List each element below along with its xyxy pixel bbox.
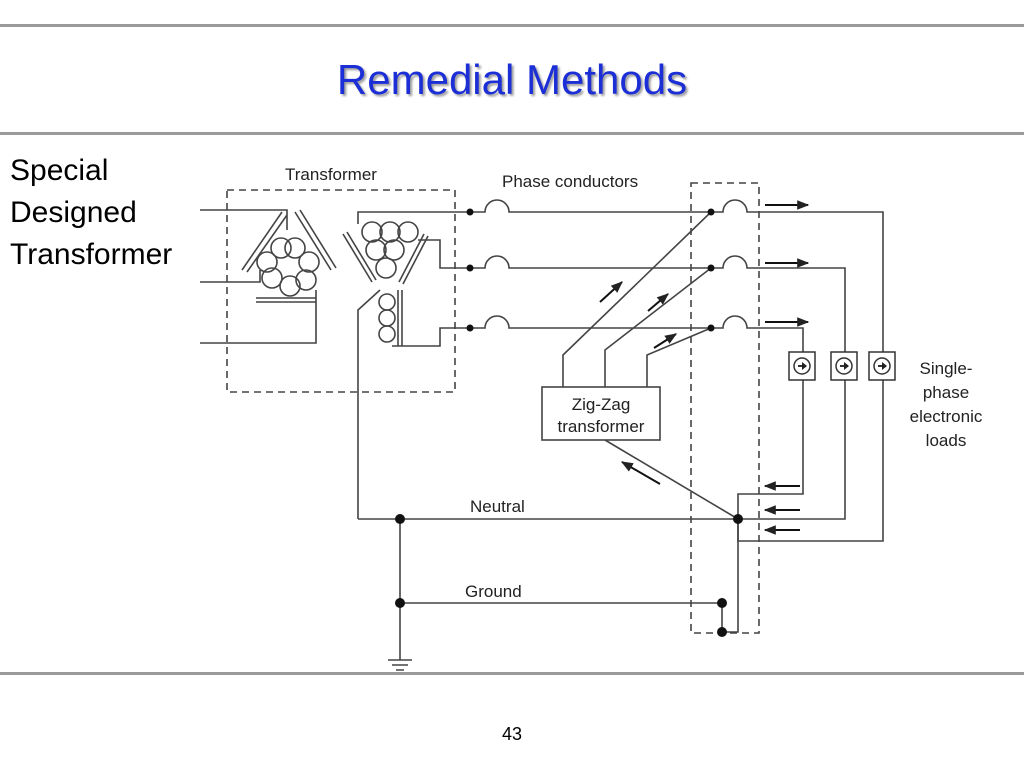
panel-bond — [721, 519, 739, 633]
transformer-label: Transformer — [285, 165, 377, 184]
zigzag-label-line-1: Zig-Zag — [572, 395, 631, 414]
zigzag-lead-a — [562, 211, 712, 387]
transformer-box — [226, 189, 456, 393]
secondary-neutral-lead — [357, 289, 381, 519]
primary-delta-winding — [241, 209, 337, 303]
secondary-lead-c — [392, 327, 470, 347]
load-box-1 — [788, 351, 816, 381]
ground-symbol — [388, 659, 412, 671]
footer-divider — [0, 672, 1024, 675]
page-number: 43 — [501, 724, 523, 744]
phase-conductor-b — [470, 255, 711, 269]
junction-dots — [395, 208, 743, 637]
panel-breaker-c — [711, 315, 760, 329]
neutral-label: Neutral — [470, 497, 525, 516]
primary-lead-1 — [200, 209, 288, 230]
load-box-3 — [868, 351, 896, 381]
phase-conductor-c — [470, 315, 711, 329]
feeder-b — [760, 267, 846, 352]
loads-label-line-3: electronic — [910, 407, 983, 426]
zigzag-lead-b — [604, 267, 712, 387]
zigzag-neutral-lead — [604, 439, 739, 520]
primary-lead-3 — [200, 290, 317, 344]
phase-conductor-a — [470, 199, 711, 213]
feeder-a — [760, 211, 884, 352]
top-divider — [0, 24, 1024, 27]
zigzag-lead-c — [646, 327, 712, 387]
load-return-b — [738, 380, 846, 520]
primary-lead-2 — [200, 270, 261, 283]
zigzag-box — [541, 386, 661, 441]
loads-label-line-2: phase — [923, 383, 969, 402]
side-label-line-2: Designed — [10, 196, 137, 229]
slide-title: Remedial Methods — [336, 56, 688, 103]
phase-conductors-label: Phase conductors — [502, 172, 638, 191]
side-label-line-3: Transformer — [10, 238, 173, 271]
loads-label-line-4: loads — [926, 431, 967, 450]
side-label-line-1: Special — [10, 154, 109, 187]
panel-breaker-b — [711, 255, 760, 269]
secondary-lead-a — [357, 211, 470, 224]
panel-box — [690, 182, 760, 634]
secondary-wye-winding — [342, 221, 429, 346]
panel-breaker-a — [711, 199, 760, 213]
load-box-2 — [830, 351, 858, 381]
loads-label-line-1: Single- — [920, 359, 973, 378]
current-arrows — [599, 200, 810, 535]
zigzag-label-line-2: transformer — [558, 417, 645, 436]
side-label: Special Designed Transformer — [10, 150, 172, 276]
feeder-c — [760, 327, 804, 352]
load-return-c — [737, 380, 804, 519]
ground-label: Ground — [465, 582, 522, 601]
title-divider — [0, 132, 1024, 135]
secondary-lead-b — [418, 239, 470, 269]
